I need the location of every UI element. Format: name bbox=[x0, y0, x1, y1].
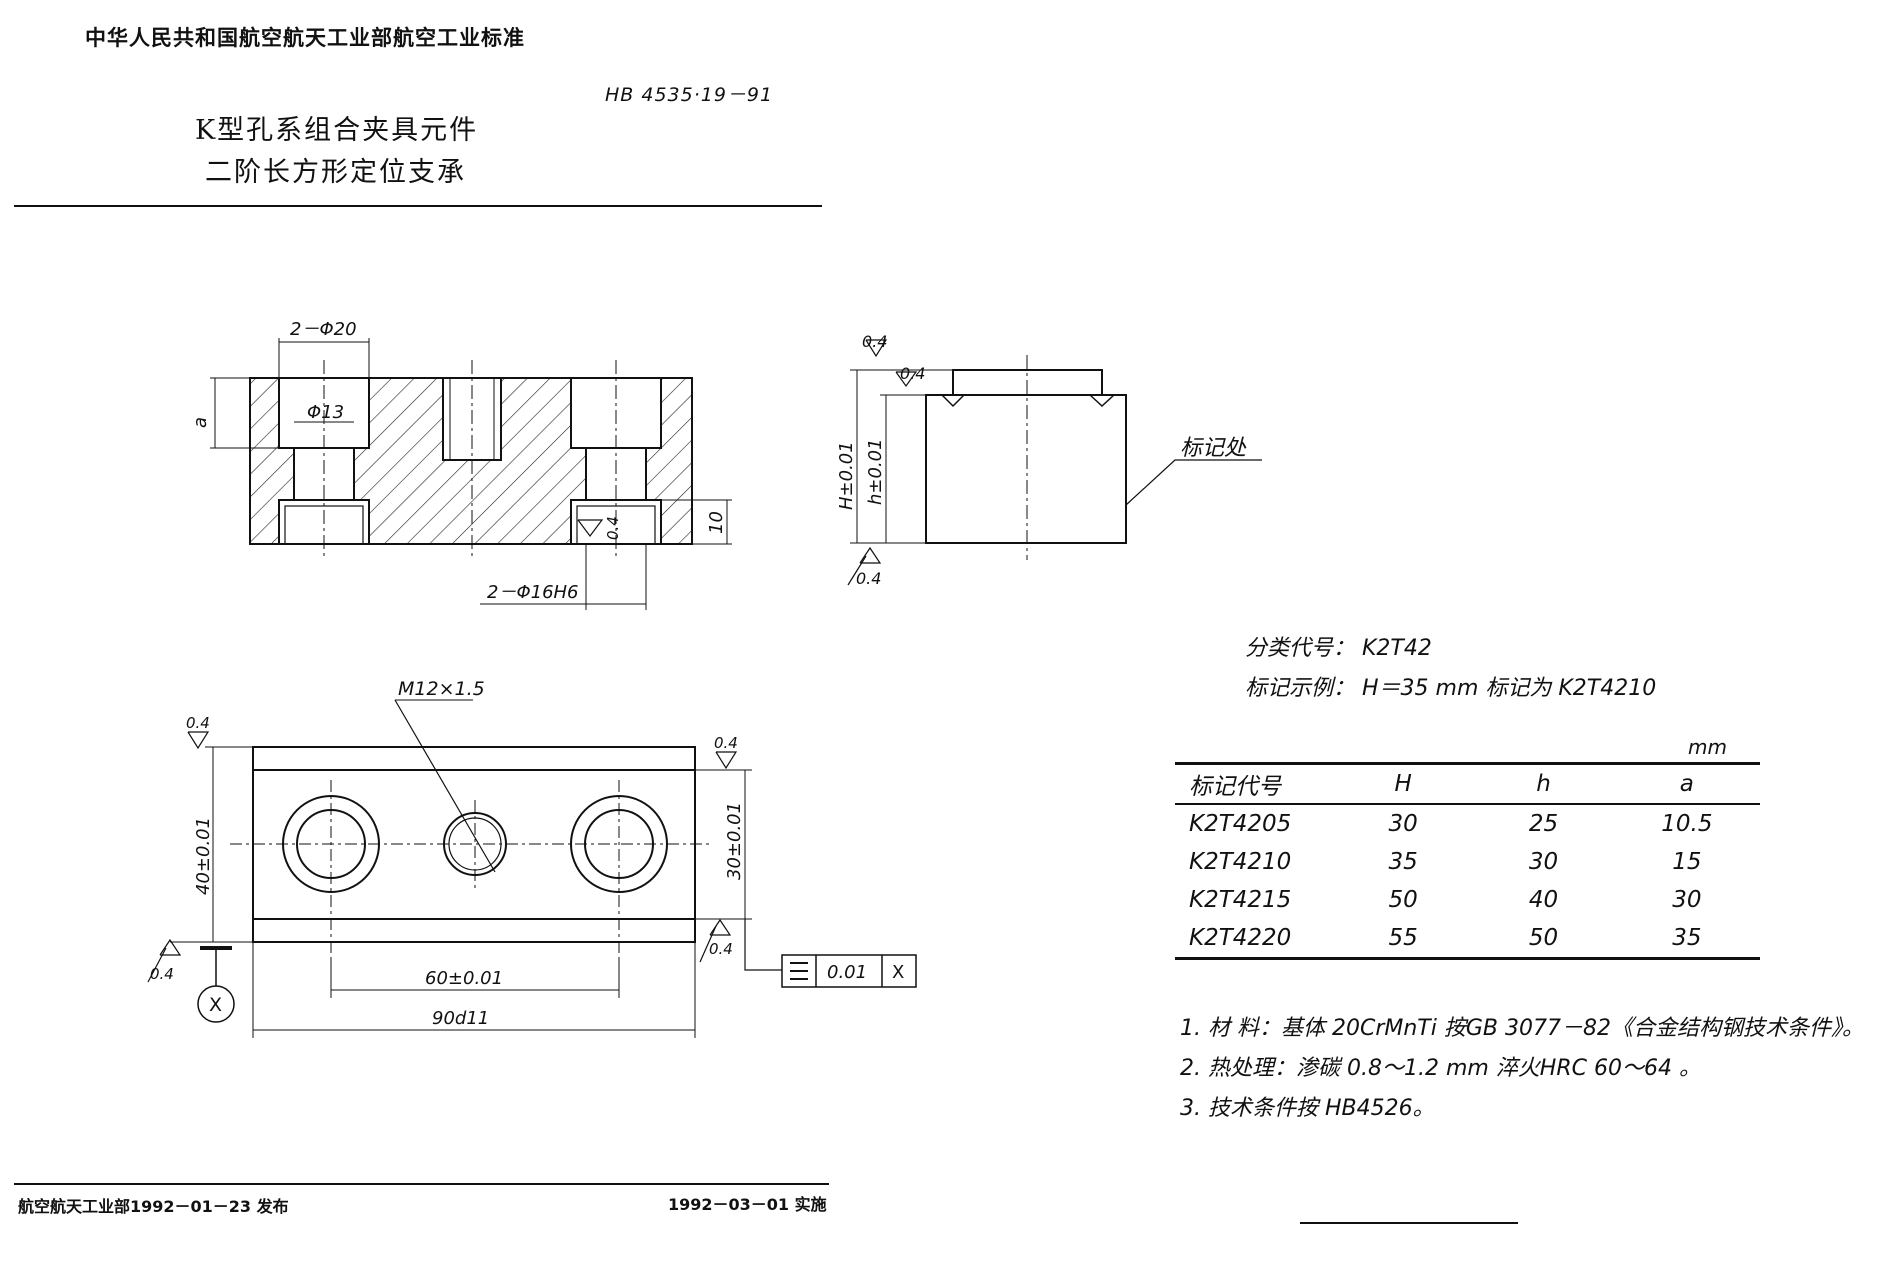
cell-H: 55 bbox=[1332, 919, 1474, 960]
tolerance-datum: X bbox=[892, 962, 904, 983]
col-a: a bbox=[1613, 762, 1760, 805]
dim-phi13: Φ13 bbox=[307, 402, 344, 423]
col-mark-code: 标记代号 bbox=[1175, 762, 1333, 805]
cell-H: 30 bbox=[1388, 811, 1418, 837]
cell-code: K2T4220 bbox=[1175, 919, 1333, 960]
rough-side-mid: 0.4 bbox=[900, 364, 925, 383]
dim-30: 30±0.01 bbox=[724, 802, 745, 880]
dim-2-phi20: 2－Φ20 bbox=[290, 319, 357, 340]
rough-front: 0.4 bbox=[604, 516, 622, 540]
cell-code: K2T4205 bbox=[1189, 811, 1292, 837]
cell-a: 10.5 bbox=[1661, 811, 1713, 837]
dimension-table: 标记代号 H h a K2T4205 30 25 10.5 K2T4210 35… bbox=[1175, 762, 1760, 960]
thread-callout: M12×1.5 bbox=[398, 678, 485, 700]
note-heat-treatment: 2. 热处理：渗碳 0.8～1.2 mm 淬火HRC 60～64 。 bbox=[1180, 1056, 1701, 1081]
rough-top-left: 0.4 bbox=[186, 714, 210, 732]
dim-2-phi16h6: 2－Φ16H6 bbox=[487, 582, 579, 603]
rough-bottom-left: 0.4 bbox=[150, 965, 174, 983]
rough-bottom-right: 0.4 bbox=[709, 940, 733, 958]
cell-a: 15 bbox=[1672, 849, 1702, 875]
dim-90: 90d11 bbox=[432, 1008, 489, 1029]
rough-side-top: 0.4 bbox=[862, 332, 887, 351]
cell-h: 25 bbox=[1528, 811, 1559, 837]
dim-60: 60±0.01 bbox=[425, 968, 503, 989]
document-title-line2: 二阶长方形定位支承 bbox=[205, 157, 466, 188]
dim-10: 10 bbox=[706, 511, 727, 534]
table-row: K2T4205 30 25 10.5 bbox=[1175, 804, 1760, 843]
cell-H: 35 bbox=[1388, 849, 1418, 875]
effective-date: 1992－03－01 实施 bbox=[668, 1195, 827, 1214]
cell-h: 50 bbox=[1473, 919, 1614, 960]
document-title-line1: K型孔系组合夹具元件 bbox=[195, 115, 479, 146]
note-technical-conditions: 3. 技术条件按 HB4526。 bbox=[1180, 1096, 1435, 1121]
page-end-rule bbox=[1300, 1222, 1518, 1224]
tolerance-value: 0.01 bbox=[827, 962, 867, 983]
mark-location-label: 标记处 bbox=[1180, 436, 1247, 461]
issuing-authority: 中华人民共和国航空航天工业部航空工业标准 bbox=[85, 26, 525, 50]
footer-rule bbox=[14, 1183, 829, 1185]
side-view bbox=[847, 339, 1262, 586]
note-material: 1. 材 料：基体 20CrMnTi 按GB 3077－82《合金结构钢技术条件… bbox=[1180, 1016, 1864, 1041]
header-rule bbox=[14, 205, 822, 207]
table-row: K2T4220 55 50 35 bbox=[1175, 919, 1760, 960]
datum-label: X bbox=[209, 994, 222, 1016]
table-header-row: 标记代号 H h a bbox=[1175, 762, 1760, 805]
rough-side-bottom: 0.4 bbox=[856, 569, 881, 588]
front-section-view bbox=[210, 338, 732, 610]
col-h: h bbox=[1473, 762, 1614, 805]
issue-date: 航空航天工业部1992－01－23 发布 bbox=[18, 1197, 289, 1216]
top-view bbox=[147, 699, 917, 1038]
cell-a: 30 bbox=[1672, 887, 1702, 913]
table-row: K2T4210 35 30 15 bbox=[1175, 843, 1760, 881]
cell-h: 40 bbox=[1528, 887, 1559, 913]
table-row: K2T4215 50 40 30 bbox=[1175, 881, 1760, 919]
dim-a: a bbox=[190, 417, 211, 428]
dim-H: H±0.01 bbox=[836, 441, 857, 510]
rough-top-right: 0.4 bbox=[714, 734, 738, 752]
cell-code: K2T4215 bbox=[1189, 887, 1292, 913]
dim-h: h±0.01 bbox=[865, 438, 886, 505]
marking-example: 标记示例： H＝35 mm 标记为 K2T4210 bbox=[1245, 676, 1657, 701]
table-unit: mm bbox=[1688, 735, 1727, 759]
col-H: H bbox=[1332, 762, 1474, 805]
dim-40: 40±0.01 bbox=[193, 817, 214, 895]
cell-h: 30 bbox=[1528, 849, 1559, 875]
cell-a: 35 bbox=[1613, 919, 1760, 960]
classification-code: 分类代号： K2T42 bbox=[1245, 636, 1432, 661]
cell-code: K2T4210 bbox=[1189, 849, 1292, 875]
standard-number: HB 4535·19－91 bbox=[605, 84, 774, 106]
cell-H: 50 bbox=[1388, 887, 1418, 913]
